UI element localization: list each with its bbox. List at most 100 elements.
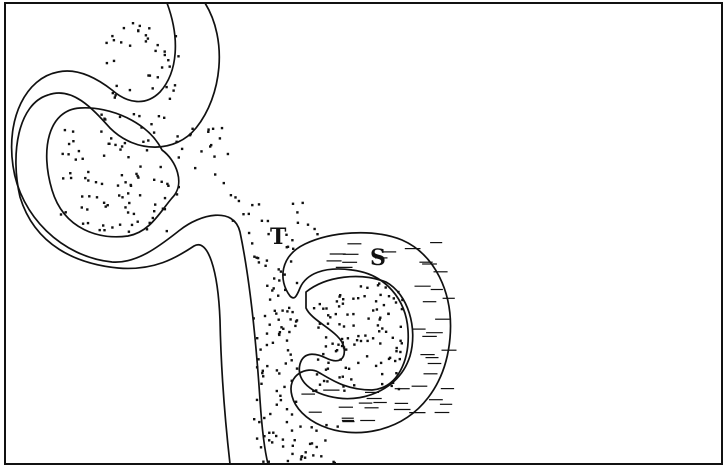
stipple-dot xyxy=(399,351,401,353)
stipple-dot xyxy=(124,142,126,144)
stipple-dot xyxy=(164,50,166,52)
stipple-dot xyxy=(302,202,304,204)
stipple-dot xyxy=(294,439,296,441)
stipple-dot xyxy=(366,340,368,342)
stipple-dot xyxy=(385,286,387,288)
stipple-dot xyxy=(75,158,77,160)
left-tube-inner-boundary xyxy=(12,3,268,464)
stipple-dot xyxy=(353,343,355,345)
stipple-dot xyxy=(353,384,355,386)
stipple-dot xyxy=(290,353,292,355)
stipple-dot xyxy=(178,156,180,158)
stipple-dot xyxy=(121,196,123,198)
stipple-dot xyxy=(113,60,115,62)
stipple-dot xyxy=(221,127,223,129)
stipple-dot xyxy=(69,172,71,174)
stipple-dot xyxy=(360,285,362,287)
stipple-dot xyxy=(82,223,84,225)
stipple-dot xyxy=(291,453,293,455)
stipple-dot xyxy=(207,128,209,130)
stipple-dot xyxy=(269,413,271,415)
stipple-dot xyxy=(160,166,162,168)
stipple-dot xyxy=(378,330,380,332)
stipple-dot xyxy=(264,315,266,317)
stipple-dot xyxy=(266,259,268,261)
stipple-dot xyxy=(272,342,274,344)
stipple-dot xyxy=(401,342,403,344)
stipple-dot xyxy=(158,115,160,117)
stipple-dot xyxy=(60,213,62,215)
stipple-dot xyxy=(124,181,126,183)
stipple-dot xyxy=(145,40,147,42)
stipple-dot xyxy=(345,348,347,350)
stipple-dot xyxy=(393,297,395,299)
stipple-dot xyxy=(325,369,327,371)
stipple-dot xyxy=(400,326,402,328)
stipple-dot xyxy=(84,177,86,179)
stipple-dot xyxy=(282,328,284,330)
inner-lobe-boundary xyxy=(47,108,179,237)
stipple-dot xyxy=(291,311,293,313)
stipple-dot xyxy=(117,184,119,186)
stipple-dot xyxy=(319,303,321,305)
stipple-dot xyxy=(174,84,176,86)
stipple-dot xyxy=(119,116,121,118)
stipple-dot xyxy=(275,435,277,437)
stipple-dot xyxy=(352,324,354,326)
stipple-dot xyxy=(286,408,288,410)
stipple-dot xyxy=(81,206,83,208)
stipple-dot xyxy=(343,390,345,392)
stipple-dot xyxy=(278,268,280,270)
stipple-dot xyxy=(316,446,318,448)
stipple-dot xyxy=(95,181,97,183)
stipple-dot xyxy=(152,217,154,219)
stipple-dot xyxy=(163,117,165,119)
stipple-dot xyxy=(121,145,123,147)
stipple-dot xyxy=(395,350,397,352)
stipple-dot xyxy=(286,421,288,423)
stipple-dot xyxy=(276,369,278,371)
stipple-dot xyxy=(352,298,354,300)
stipple-dot xyxy=(148,27,150,29)
stipple-dot xyxy=(104,118,106,120)
stipple-dot xyxy=(70,177,72,179)
stipple-dot xyxy=(327,362,329,364)
stipple-dot xyxy=(327,323,329,325)
stipple-dot xyxy=(132,22,134,24)
stipple-dot xyxy=(288,331,290,333)
stipple-dot xyxy=(227,153,229,155)
stipple-dot xyxy=(119,148,121,150)
stipple-dot xyxy=(101,183,103,185)
stipple-dot xyxy=(167,59,169,61)
stipple-dot xyxy=(381,383,383,385)
stipple-dot xyxy=(327,314,329,316)
stipple-dot xyxy=(110,137,112,139)
stipple-dot xyxy=(164,54,166,56)
stipple-dot xyxy=(267,220,269,222)
stipple-dot xyxy=(315,430,317,432)
stipple-dot xyxy=(379,317,381,319)
stipple-dot xyxy=(149,74,151,76)
stipple-dot xyxy=(325,307,327,309)
stipple-dot xyxy=(256,337,258,339)
stipple-dot xyxy=(123,27,125,29)
stipple-dot xyxy=(263,417,265,419)
stipple-dot xyxy=(258,203,260,205)
stipple-dot xyxy=(394,360,396,362)
stipple-dot xyxy=(103,155,105,157)
stipple-dot xyxy=(375,365,377,367)
stipple-dot xyxy=(268,439,270,441)
stipple-dot xyxy=(332,461,334,463)
stipple-dot xyxy=(136,175,138,177)
stipple-dot xyxy=(128,231,130,233)
stipple-dot xyxy=(350,378,352,380)
stipple-dot xyxy=(62,153,64,155)
stipple-dot xyxy=(296,282,298,284)
stipple-dot xyxy=(282,438,284,440)
stipple-dot xyxy=(262,461,264,463)
stipple-dot xyxy=(357,362,359,364)
stipple-dot xyxy=(103,202,105,204)
stipple-dot xyxy=(176,135,178,137)
stipple-dot xyxy=(118,194,120,196)
